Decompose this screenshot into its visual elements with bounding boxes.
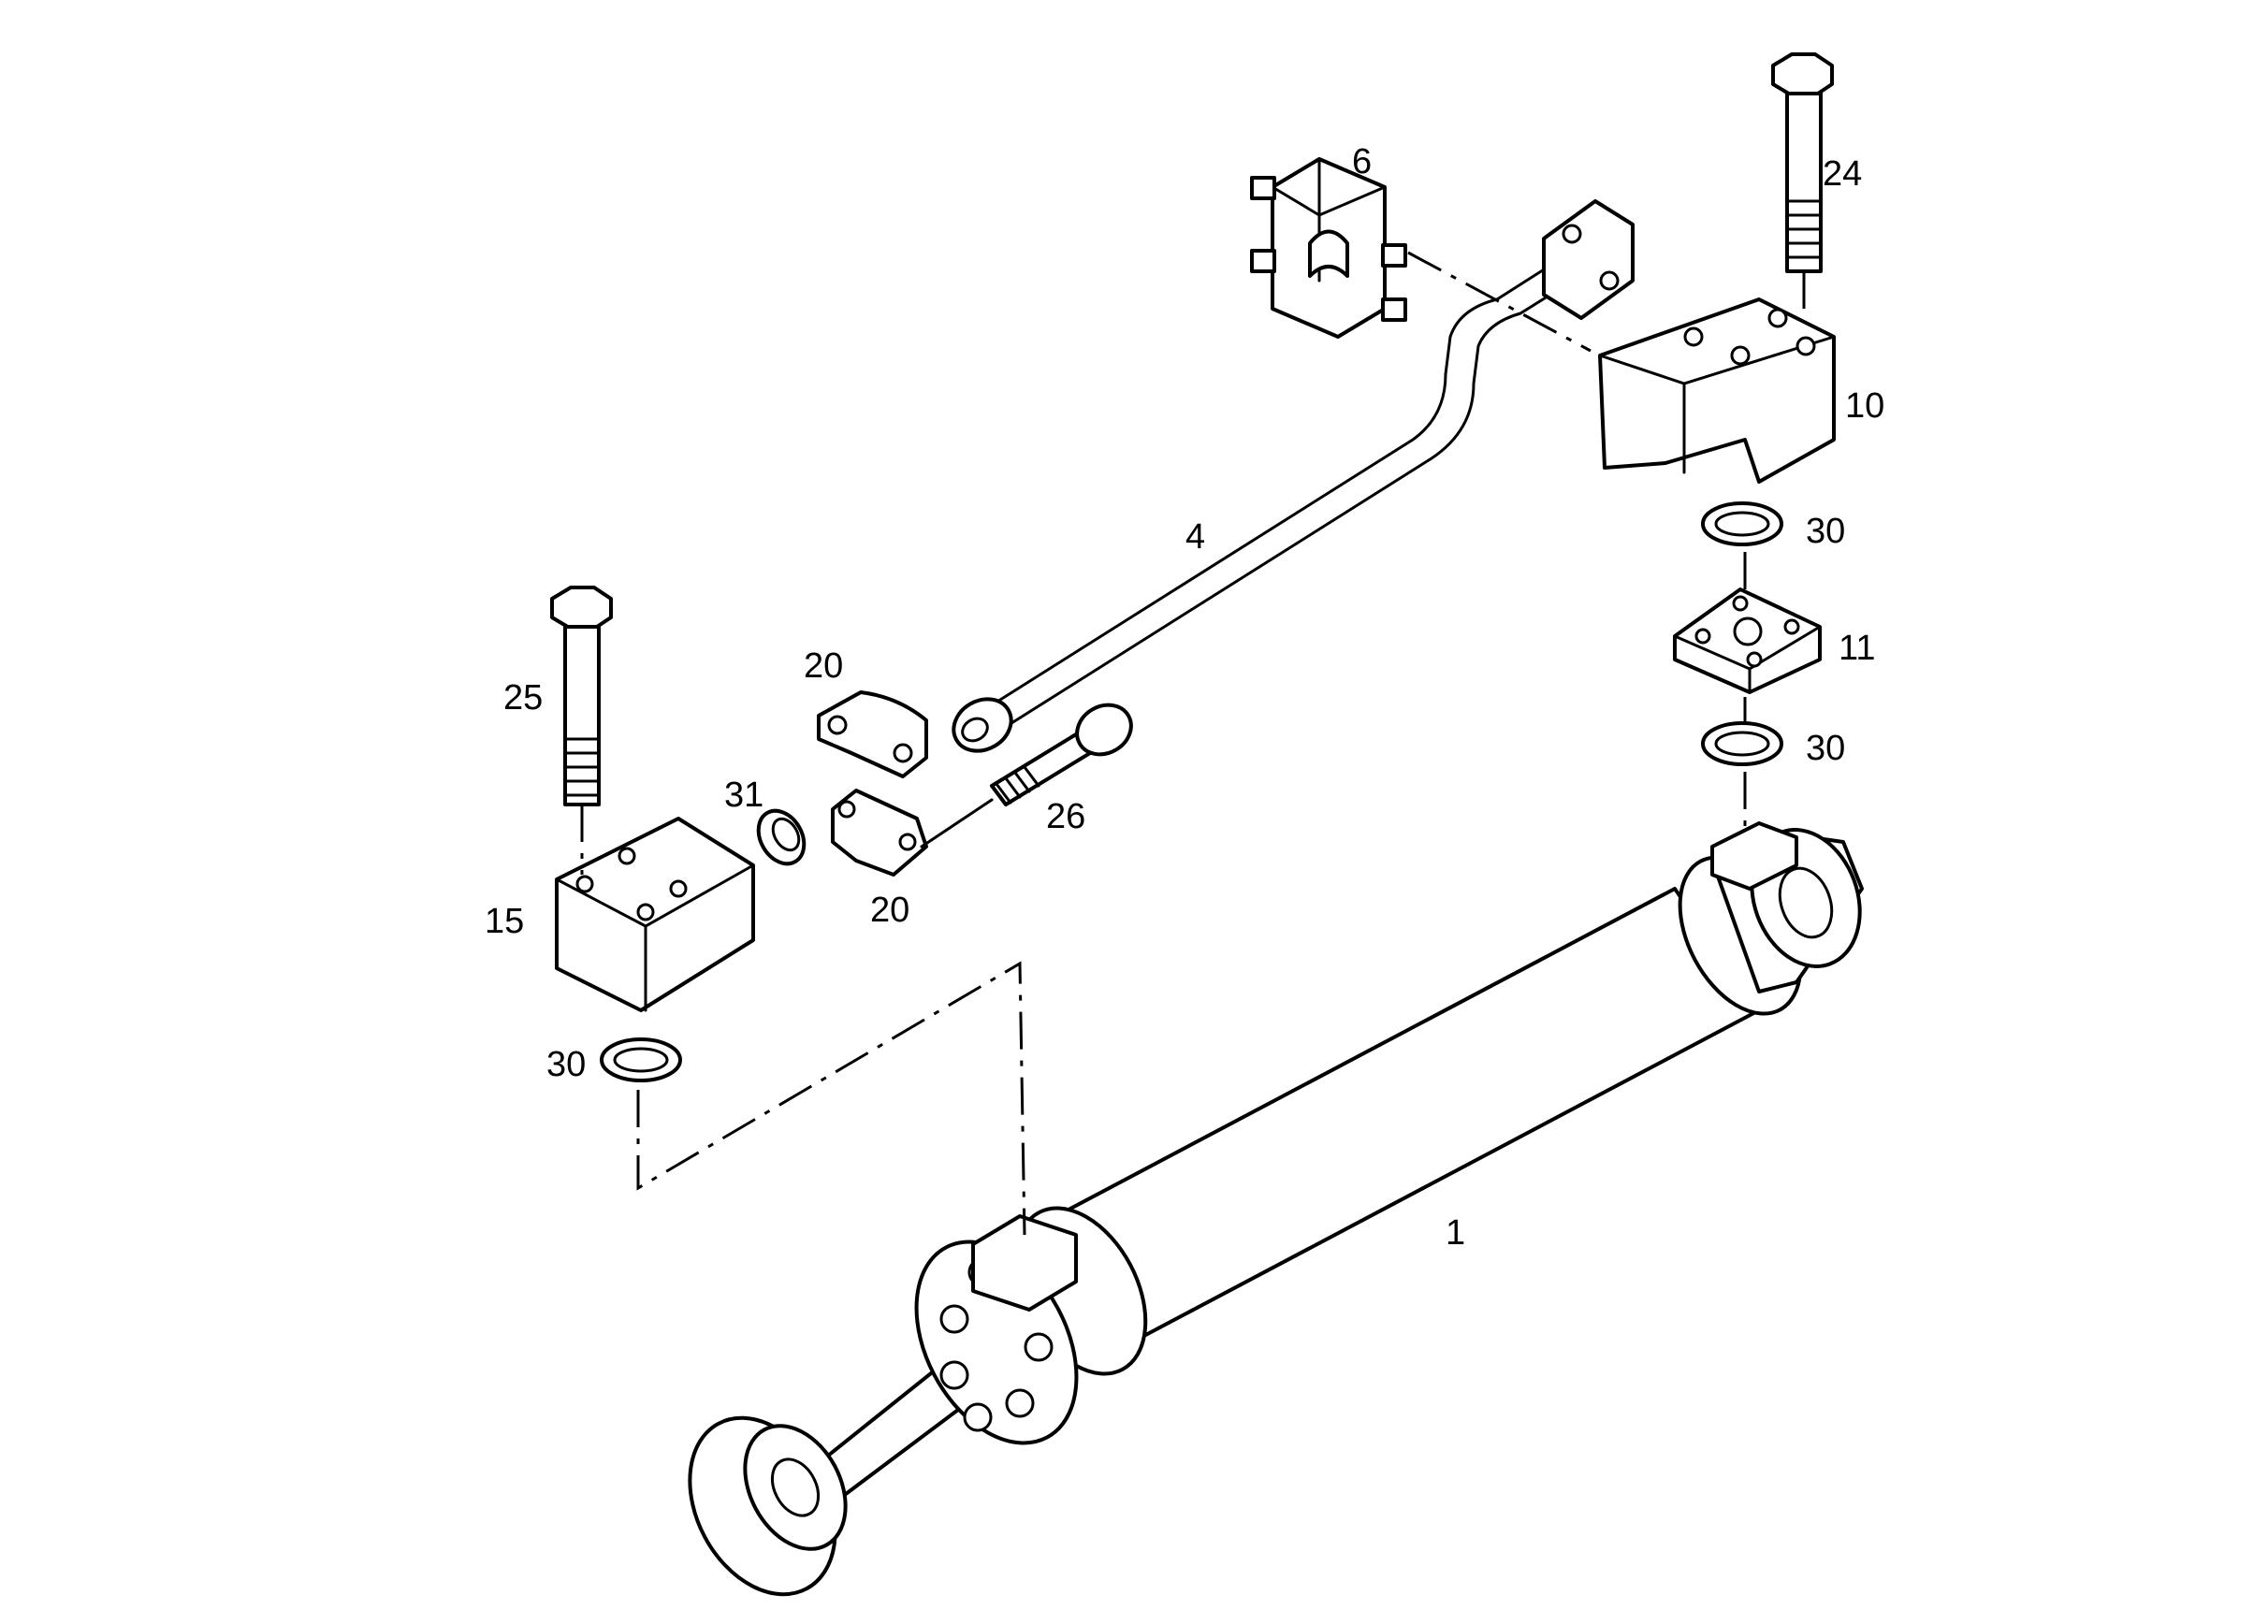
bolt-25 [550,586,613,806]
cylinder-barrel [1037,887,1761,1349]
pipe-clamp [1250,157,1407,339]
block-15-body [555,817,755,1012]
pipe-line-b [999,288,1560,732]
screw-26 [920,703,1133,848]
block-15-hole [636,903,655,921]
plate-11-bore [1733,616,1763,646]
flange-hole [1562,224,1582,244]
callout-11: 11 [1839,629,1875,668]
callout-10: 10 [1845,386,1884,426]
valve-block-15 [555,817,755,1012]
flange-20-hole [898,833,917,851]
clamp-bore [1308,229,1349,278]
callout-24: 24 [1823,154,1862,194]
plate-11-hole [1694,628,1711,645]
assembly-lines [580,251,1806,1236]
bolt-25-shank [563,625,601,806]
o-ring-30-middle [1701,721,1783,766]
split-flange-20-lower [831,789,928,877]
axis-clamp-to-block [1407,251,1592,353]
gland-bolt [1005,1388,1035,1418]
plate-11-hole [1783,618,1800,635]
callout-6: 6 [1352,142,1372,181]
block-15-hole [618,847,636,865]
block-15-hole [575,875,594,893]
gland-bolt [963,1402,993,1432]
callout-30-middle: 30 [1806,729,1845,768]
bolt-24-head [1771,52,1834,97]
pipe-line-a [981,265,1550,713]
screw-26-head [1075,703,1133,757]
block-15-hole [669,879,688,898]
bolt-25-head [550,586,613,631]
seal-ring-31 [756,808,807,866]
block-10-hole [1796,336,1816,356]
gland-bolt [939,1360,969,1390]
screw-26-thread [995,765,1040,805]
hydraulic-cylinder [688,821,1864,1597]
o-ring-inner [1714,511,1770,537]
clamp-stud [1381,297,1407,322]
rod-eye-bore [770,1457,821,1517]
plate-11-hole [1746,651,1763,668]
callout-15: 15 [485,902,524,941]
gland-bolt [1024,1332,1054,1362]
callouts: 1 4 6 10 11 15 20 20 24 25 26 30 30 30 3… [485,142,1884,1253]
flange-hole [1599,270,1620,291]
callout-4: 4 [1185,517,1205,557]
split-flange-20-upper [817,690,928,778]
seal-inner [771,817,801,852]
flange-20-hole [837,800,856,819]
bolt-24-thread [1785,199,1823,259]
callout-30-upper: 30 [1806,512,1845,551]
flange-20-hole [827,715,848,735]
clamp-stud [1381,243,1407,268]
flange-20-hole [893,743,913,763]
callout-1: 1 [1446,1213,1465,1253]
o-ring-inner [613,1047,669,1073]
block-15-edges [555,863,755,1012]
clamp-stud [1250,176,1276,200]
upper-port-block [1710,821,1798,891]
block-10-edges [1598,335,1836,474]
screw-26-shank [990,732,1092,806]
block-10-body [1598,297,1836,484]
bolt-25-thread [563,737,601,797]
hydraulic-pipe [952,199,1635,753]
callout-20-lower: 20 [870,891,909,930]
o-ring-inner [1714,731,1770,757]
pipe-end-bore [961,717,989,743]
screw-26-leader [920,798,994,848]
flange-20-lower-body [831,789,928,877]
block-10-hole [1730,345,1751,366]
plate-11-edges [1673,625,1822,694]
clamp-stud [1250,249,1276,273]
adapter-plate-11 [1673,587,1822,694]
pipe-flange [1542,199,1635,320]
gland-bolt [939,1304,969,1334]
callout-26: 26 [1046,797,1085,836]
o-ring-30-upper [1701,501,1783,546]
plate-11-hole [1732,595,1749,612]
callout-25: 25 [503,678,543,718]
callout-30-lower: 30 [546,1045,586,1084]
axis-block-15-to-cylinder [636,961,1026,1236]
callout-20-upper: 20 [804,646,843,686]
clevis-bore [1778,866,1834,939]
block-10-hole [1683,326,1704,347]
callout-31: 31 [724,776,763,815]
o-ring-30-lower [600,1037,682,1082]
lower-port-block [971,1214,1078,1312]
valve-block-10 [1598,297,1836,484]
block-10-hole [1767,308,1788,328]
